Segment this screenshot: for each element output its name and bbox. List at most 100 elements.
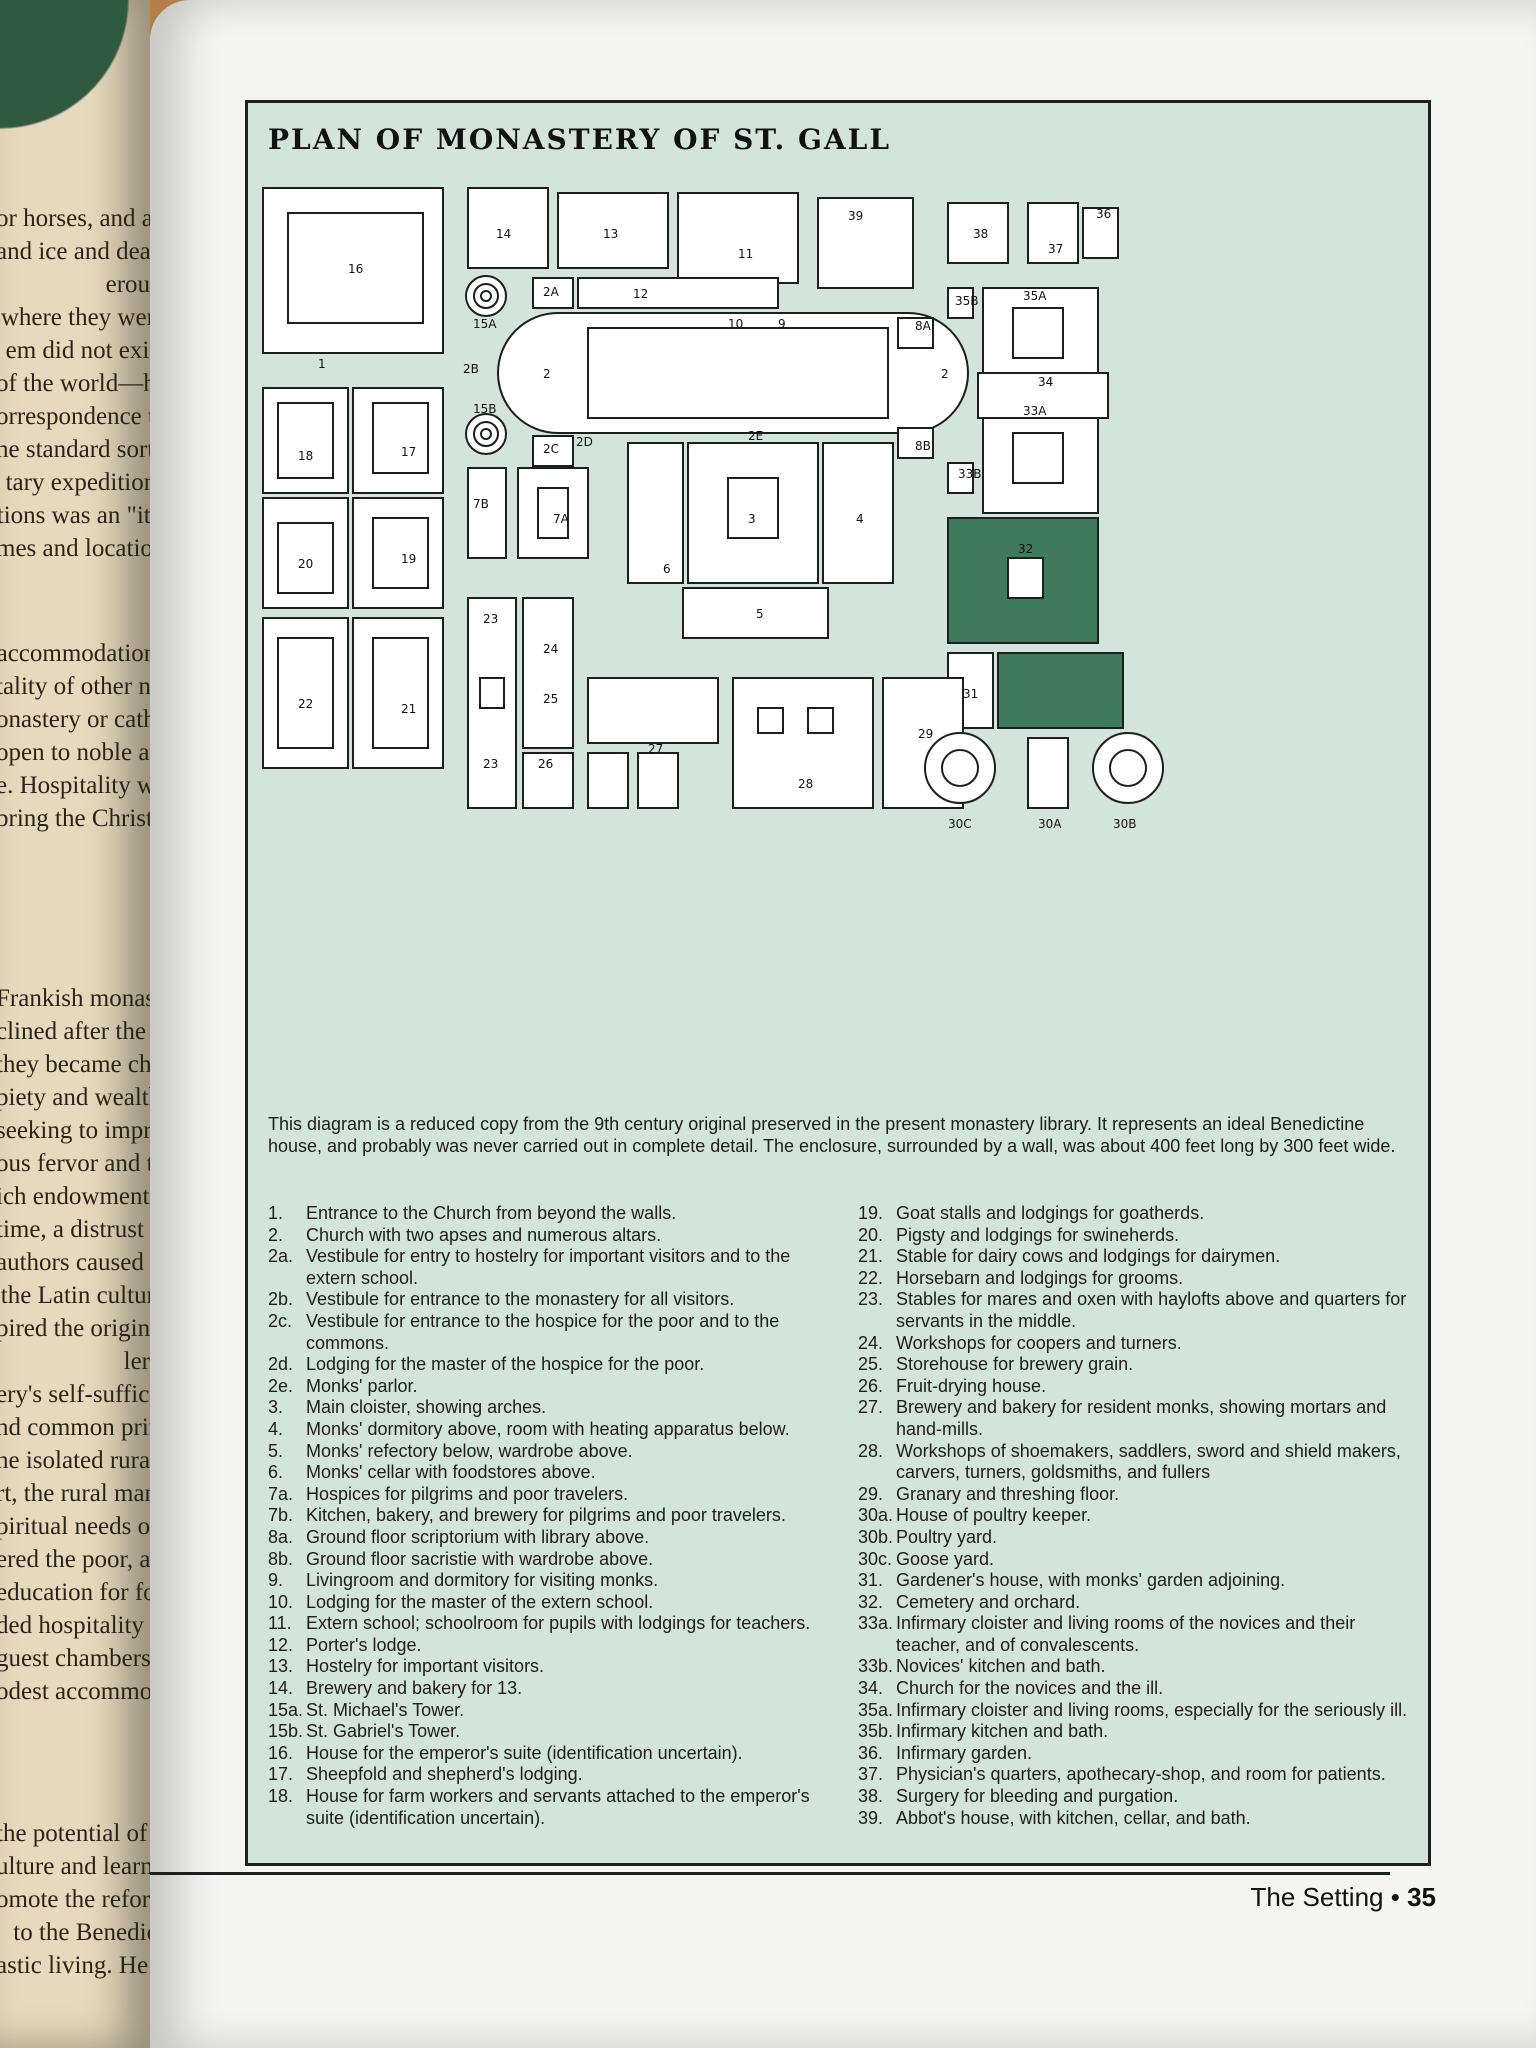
legend-text: Monks' parlor. (306, 1375, 418, 1396)
legend-text: Infirmary cloister and living rooms, esp… (896, 1699, 1408, 1720)
map-label: 6 (663, 562, 671, 576)
legend-number: 35b. (858, 1721, 894, 1742)
map-label: 28 (798, 777, 813, 791)
right-page: PLAN OF MONASTERY OF ST. GALL (150, 0, 1536, 2048)
left-page-line: erous. (105, 271, 150, 298)
legend-number: 29. (858, 1483, 884, 1504)
building-37 (1027, 202, 1079, 264)
map-label: 5 (756, 607, 764, 621)
legend-number: 10. (268, 1591, 294, 1612)
building-36 (1082, 207, 1119, 259)
legend-text: Vestibule for entrance to the hospice fo… (306, 1310, 780, 1353)
legend-number: 3. (268, 1397, 284, 1418)
legend-text: Monks' cellar with foodstores above. (306, 1462, 596, 1483)
left-page-line: authors caused the (0, 1249, 150, 1276)
map-label: 15B (473, 402, 497, 416)
map-label: 10 (728, 317, 743, 331)
legend-number: 35a. (858, 1699, 894, 1720)
legend-text: Fruit-drying house. (896, 1375, 1047, 1396)
legend-text: Workshops for coopers and turners. (896, 1332, 1182, 1353)
legend-item: 9.Livingroom and dormitory for visiting … (268, 1570, 828, 1592)
left-page-decoration (0, 0, 150, 150)
left-page-line: pired the original (0, 1315, 150, 1342)
legend-number: 7b. (268, 1505, 294, 1526)
map-label: 32 (1018, 542, 1033, 556)
legend-number: 25. (858, 1354, 884, 1375)
left-page-line: where they were (0, 304, 150, 331)
poultry-30a (1027, 737, 1069, 809)
workshop-28 (732, 677, 874, 809)
legend-item: 33a.Infirmary cloister and living rooms … (858, 1613, 1418, 1656)
legend-item: 29.Granary and threshing floor. (858, 1484, 1418, 1506)
left-page-line: the Latin culture (0, 1282, 150, 1309)
legend-text: St. Gabriel's Tower. (306, 1721, 461, 1742)
left-page-line: omote the reform (0, 1886, 150, 1913)
legend-number: 1. (268, 1203, 284, 1223)
legend-item: 5.Monks' refectory below, wardrobe above… (268, 1441, 828, 1463)
page-footer: The Setting • 35 (1251, 1882, 1436, 1913)
left-facing-page: or horses, and al-and ice and dead-erous… (0, 0, 150, 2048)
legend-item: 19.Goat stalls and lodgings for goatherd… (858, 1203, 1418, 1225)
legend-item: 7a.Hospices for pilgrims and poor travel… (268, 1484, 828, 1506)
legend-item: 7b.Kitchen, bakery, and brewery for pilg… (268, 1505, 828, 1527)
left-page-line: orrespondence to (0, 403, 150, 430)
legend-item: 4.Monks' dormitory above, room with heat… (268, 1419, 828, 1441)
map-label: 14 (496, 227, 511, 241)
legend-item: 21.Stable for dairy cows and lodgings fo… (858, 1246, 1418, 1268)
plan-caption: This diagram is a reduced copy from the … (268, 1114, 1396, 1156)
map-label: 33A (1023, 404, 1047, 418)
legend-text: Horsebarn and lodgings for grooms. (896, 1267, 1184, 1288)
legend-item: 10. Lodging for the master of the extern … (268, 1592, 828, 1614)
legend-item: 34.Church for the novices and the ill. (858, 1678, 1418, 1700)
legend-item: 2.Church with two apses and numerous alt… (268, 1225, 828, 1247)
legend-text: Lodging for the master of the extern sch… (306, 1591, 654, 1612)
legend-item: 39.Abbot's house, with kitchen, cellar, … (858, 1808, 1418, 1830)
monks-garden (997, 652, 1124, 729)
legend-number: 6. (268, 1462, 284, 1483)
left-page-line: they became chan- (0, 1051, 150, 1078)
legend-number: 30b. (858, 1526, 894, 1547)
legend-item: 38.Surgery for bleeding and purgation. (858, 1786, 1418, 1808)
legend-text: Brewery and bakery for resident monks, s… (896, 1397, 1387, 1439)
left-page-line: or horses, and al- (0, 205, 150, 232)
legend-text: Sheepfold and shepherd's lodging. (306, 1764, 583, 1785)
building-38 (947, 202, 1009, 264)
legend-number: 30a. (858, 1505, 894, 1526)
left-page-line: to the Benedic- (13, 1919, 150, 1946)
map-label: 29 (918, 727, 933, 741)
map-label: 25 (543, 692, 558, 706)
legend-text: House for the emperor's suite (identific… (306, 1742, 743, 1763)
legend-number: 12. (268, 1634, 294, 1655)
footer-rule (150, 1872, 1390, 1875)
map-label: 35A (1023, 289, 1047, 303)
left-page-line: astic living. He has (0, 1952, 150, 1979)
map-label: 27 (648, 742, 663, 756)
legend-text: Infirmary cloister and living rooms of t… (896, 1613, 1356, 1655)
legend-number: 4. (268, 1418, 284, 1439)
legend-number: 24. (858, 1332, 884, 1353)
left-page-line: Frankish monastic (0, 985, 150, 1012)
left-page-line: and ice and dead- (0, 238, 150, 265)
legend-number: 2e. (268, 1375, 294, 1396)
map-label: 22 (298, 697, 313, 711)
legend-item: 32.Cemetery and orchard. (858, 1592, 1418, 1614)
legend-number: 2d. (268, 1354, 294, 1375)
map-label: 1 (318, 357, 326, 371)
map-label: 15A (473, 317, 497, 331)
map-label: 18 (298, 449, 313, 463)
left-page-line: ous fervor and to (0, 1150, 150, 1177)
map-label: 23 (483, 612, 498, 626)
map-label: 35B (955, 294, 979, 308)
left-page-line: guest chambers for (0, 1645, 150, 1672)
left-page-line: seeking to impress (0, 1117, 150, 1144)
footer-separator: • (1390, 1882, 1400, 1912)
map-label: 13 (603, 227, 618, 241)
legend-item: 11.Extern school; schoolroom for pupils … (268, 1613, 828, 1635)
legend-text: Porter's lodge. (306, 1634, 422, 1655)
legend-number: 20. (858, 1224, 884, 1245)
legend-text: Infirmary kitchen and bath. (896, 1721, 1109, 1742)
legend-item: 14.Brewery and bakery for 13. (268, 1678, 828, 1700)
map-label: 34 (1038, 375, 1053, 389)
legend-text: Hostelry for important visitors. (306, 1656, 545, 1677)
